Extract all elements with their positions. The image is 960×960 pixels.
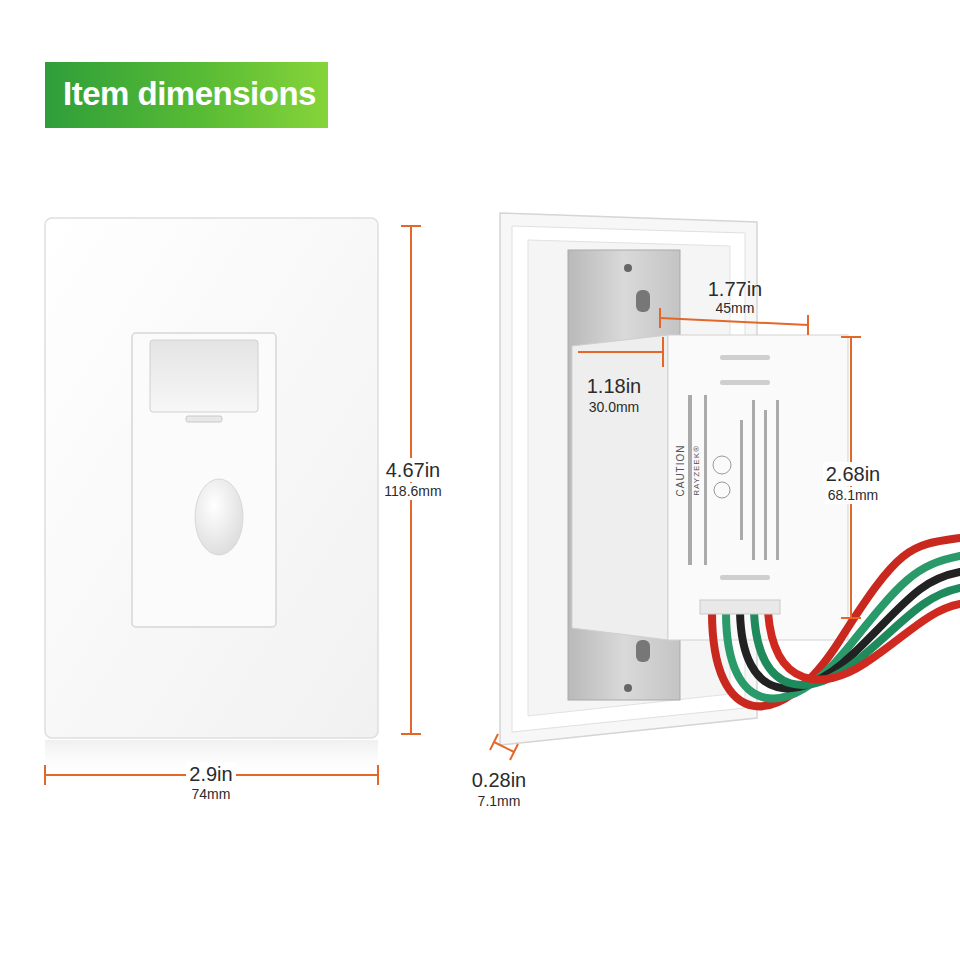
device-label-text: RAYZEEK® — [693, 445, 702, 496]
dimension-label: 0.28in — [472, 769, 527, 791]
push-button — [195, 479, 243, 555]
dimension-label: 74mm — [189, 786, 234, 803]
title-banner: Item dimensions — [45, 62, 328, 128]
dimension-label: 2.9in — [186, 762, 235, 786]
back-box — [668, 335, 848, 640]
side-view — [500, 213, 960, 745]
plate-frame-inner — [528, 240, 730, 716]
dimension-label: 45mm — [716, 301, 755, 316]
dimension-label: 1.77in — [708, 278, 763, 300]
box-side — [572, 335, 668, 640]
dimension-label: 2.68in — [823, 462, 884, 486]
dimension-label: 7.1mm — [478, 794, 521, 809]
switch-body — [132, 333, 276, 627]
dimension-label: 1.18in — [584, 374, 645, 398]
indicator-slot — [186, 416, 222, 422]
front-view — [45, 218, 378, 780]
dimension-lines — [490, 308, 861, 760]
wires — [712, 538, 960, 706]
device-label-text: CAUTION — [675, 444, 686, 496]
dimension-label: 30.0mm — [586, 399, 643, 416]
dimension-lines — [45, 226, 421, 785]
wall-plate — [45, 218, 378, 738]
dimension-label: 68.1mm — [825, 487, 882, 504]
title: Item dimensions — [63, 76, 316, 112]
dimension-label: 118.6mm — [381, 483, 444, 500]
sensor-window — [150, 340, 258, 412]
dimension-label: 4.67in — [383, 458, 444, 482]
